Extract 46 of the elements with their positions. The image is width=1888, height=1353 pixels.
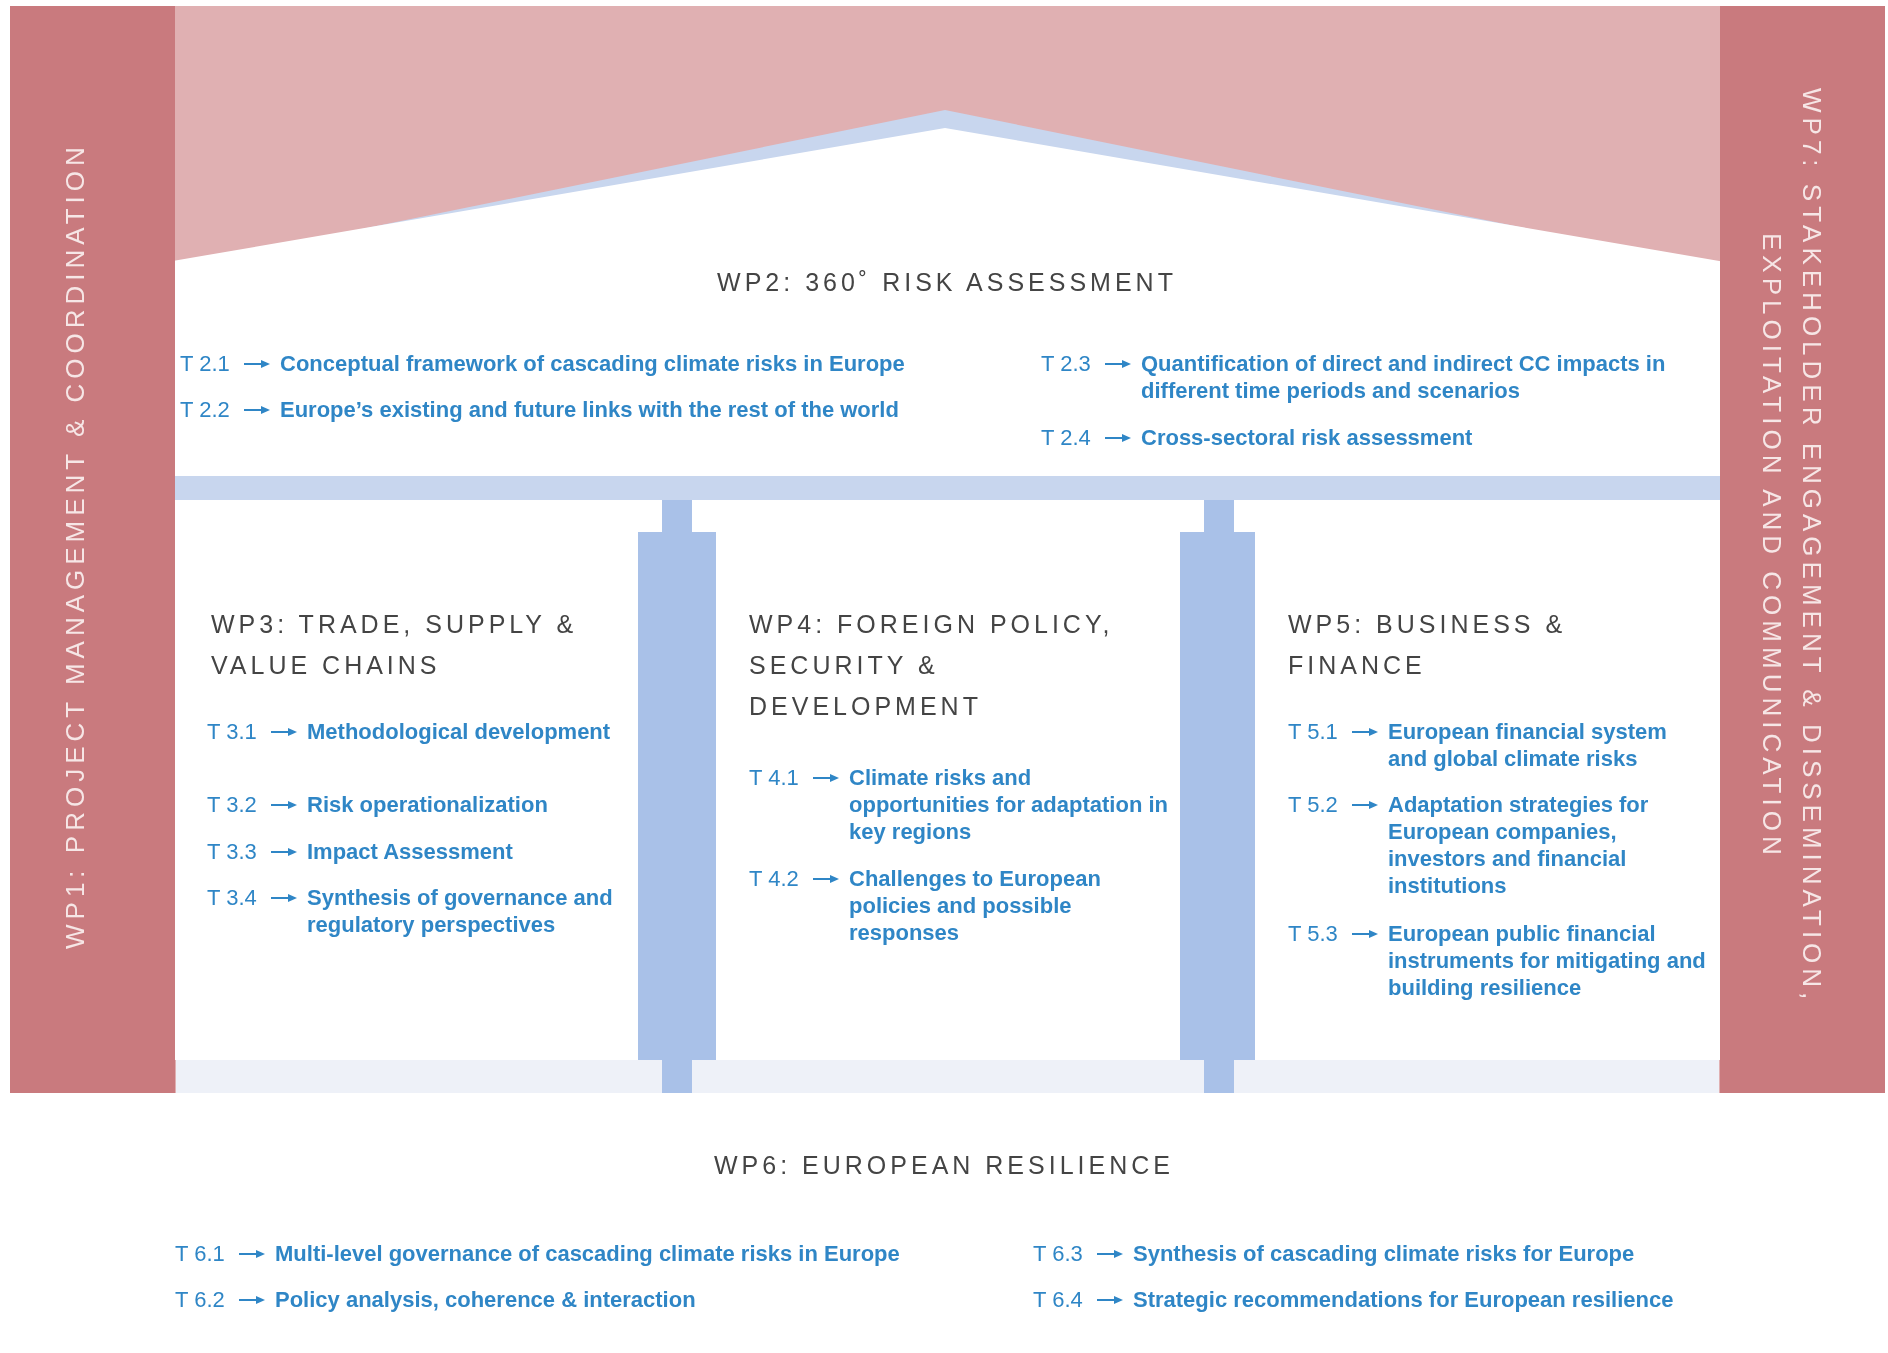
- task-description: Risk operationalization: [307, 791, 548, 818]
- task-number: T 3.2: [207, 791, 258, 818]
- task-number: T 5.1: [1288, 718, 1339, 745]
- task-description: Impact Assessment: [307, 838, 513, 865]
- task-description: Policy analysis, coherence & interaction: [275, 1286, 696, 1313]
- band-title: WP7: STAKEHOLDER ENGAGEMENT & DISSEMINATION, EXPLOITATION AND COMMUNICATION: [1756, 86, 1828, 1007]
- column-room-panel: [716, 532, 1180, 1060]
- work-package-title: WP5: BUSINESS & FINANCE: [1288, 609, 1568, 681]
- work-package-title: WP2: 360˚ RISK ASSESSMENT: [716, 267, 1178, 298]
- task-number: T 6.4: [1033, 1286, 1084, 1313]
- task-description: Europe’s existing and future links with the rest of the world: [280, 396, 899, 423]
- band-title: WP1: PROJECT MANAGEMENT & COORDINATION: [59, 141, 91, 952]
- task-number: T 4.1: [749, 764, 800, 791]
- task-description: Quantification of direct and indirect CC impacts in different time periods and scenarios: [1141, 350, 1667, 404]
- work-package-title: WP6: EUROPEAN RESILIENCE: [713, 1150, 1175, 1181]
- task-number: T 3.1: [207, 718, 258, 745]
- work-package-title: WP4: FOREIGN POLICY, SECURITY & DEVELOPMENT: [749, 609, 1115, 722]
- task-description: European financial system and global climate risks: [1388, 718, 1668, 772]
- task-description: Synthesis of governance and regulatory perspectives: [307, 884, 614, 938]
- work-package-title: WP3: TRADE, SUPPLY & VALUE CHAINS: [211, 609, 579, 681]
- task-description: Strategic recommendations for European resilience: [1133, 1286, 1674, 1313]
- task-description: Challenges to European policies and possible responses: [849, 865, 1102, 946]
- task-number: T 3.3: [207, 838, 258, 865]
- task-number: T 3.4: [207, 884, 258, 911]
- task-description: Conceptual framework of cascading climate risks in Europe: [280, 350, 905, 377]
- task-number: T 2.1: [180, 350, 231, 377]
- task-number: T 6.1: [175, 1240, 226, 1267]
- task-number: T 2.4: [1041, 424, 1092, 451]
- task-description: Synthesis of cascading climate risks for Europe: [1133, 1240, 1635, 1267]
- task-number: T 4.2: [749, 865, 800, 892]
- task-number: T 6.3: [1033, 1240, 1084, 1267]
- task-description: Adaptation strategies for European companies, investors and financial institutions: [1388, 791, 1650, 899]
- side-band: [1720, 6, 1885, 1093]
- column-room-panel: [1255, 532, 1720, 1060]
- side-band: [10, 6, 175, 1093]
- task-number: T 2.2: [180, 396, 231, 423]
- task-number: T 5.3: [1288, 920, 1339, 947]
- task-description: Multi-level governance of cascading climate risks in Europe: [275, 1240, 900, 1267]
- task-description: Cross-sectoral risk assessment: [1141, 424, 1473, 451]
- task-number: T 6.2: [175, 1286, 226, 1313]
- task-description: Methodological development: [307, 718, 611, 745]
- task-description: European public financial instruments for mitigating and building resilience: [1388, 920, 1707, 1001]
- column-room-panel: [175, 532, 638, 1060]
- task-description: Climate risks and opportunities for adaptation in key regions: [849, 764, 1169, 845]
- task-number: T 2.3: [1041, 350, 1092, 377]
- task-number: T 5.2: [1288, 791, 1339, 818]
